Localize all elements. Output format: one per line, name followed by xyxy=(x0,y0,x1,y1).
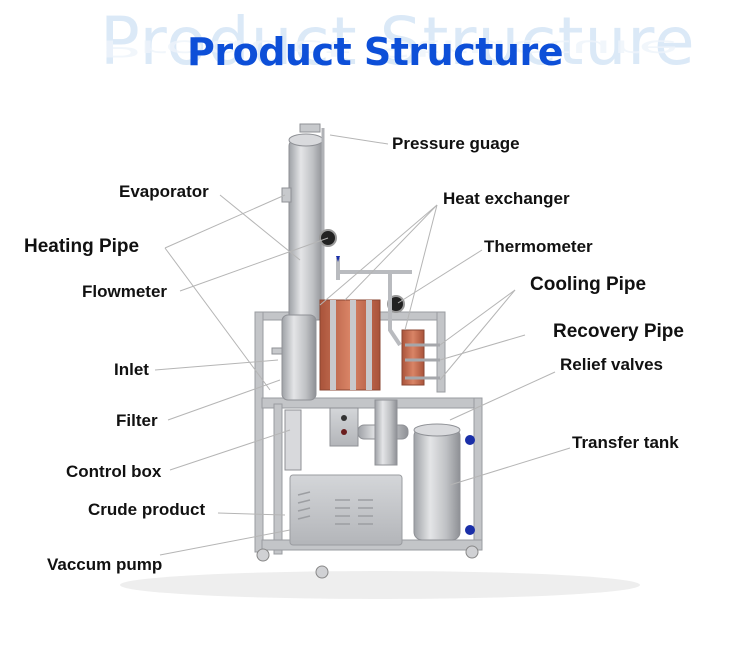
transfer-tank xyxy=(413,423,475,541)
label-crude-product: Crude product xyxy=(88,500,206,519)
label-filter: Filter xyxy=(116,411,158,430)
label-recovery-pipe: Recovery Pipe xyxy=(553,321,684,342)
sight-glass xyxy=(284,409,302,471)
valve-icon xyxy=(336,256,340,262)
vacuum-pump xyxy=(289,474,403,546)
caster-wheels xyxy=(256,545,479,579)
leader-lines xyxy=(154,134,571,556)
label-evaporator: Evaporator xyxy=(119,182,209,201)
page-title: Product Structure xyxy=(187,30,563,74)
label-thermometer: Thermometer xyxy=(484,237,593,256)
label-relief-valves: Relief valves xyxy=(560,355,664,374)
label-cooling-pipe: Cooling Pipe xyxy=(530,274,647,295)
label-flowmeter: Flowmeter xyxy=(82,282,168,301)
label-control-box: Control box xyxy=(66,462,162,481)
label-heating-pipe: Heating Pipe xyxy=(24,236,140,257)
label-heat-exchanger: Heat exchanger xyxy=(443,189,570,208)
recovery-valves xyxy=(405,343,440,380)
filter-tank xyxy=(271,314,317,401)
label-inlet: Inlet xyxy=(114,360,149,379)
control-box xyxy=(329,407,359,447)
evaporator xyxy=(281,123,325,321)
label-transfer-tank: Transfer tank xyxy=(572,433,679,452)
label-pressure-gauge: Pressure guage xyxy=(392,134,520,153)
title-watermark: Product Structure xyxy=(100,3,696,80)
valve-icon xyxy=(465,435,475,445)
label-vacuum-pump: Vaccum pump xyxy=(47,555,163,574)
floor-shadow xyxy=(120,571,640,599)
valve-icon xyxy=(465,525,475,535)
heat-exchanger xyxy=(319,299,381,391)
